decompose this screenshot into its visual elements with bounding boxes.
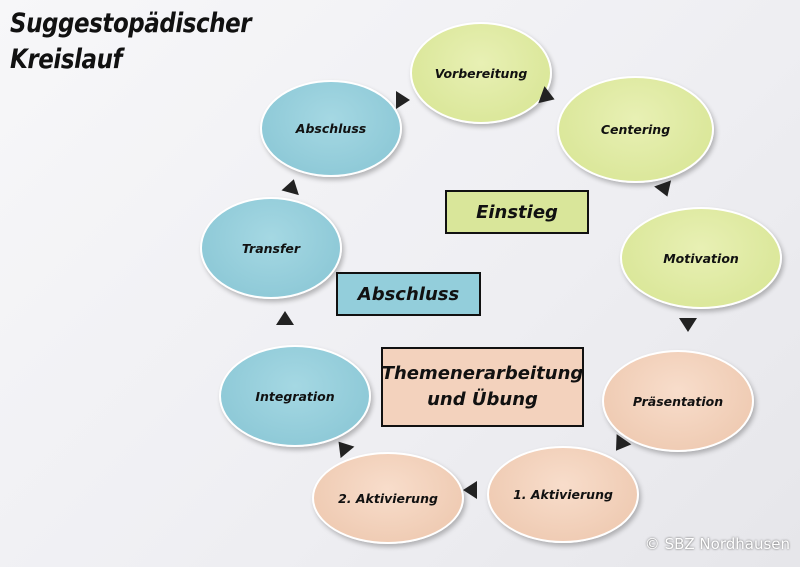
arrow-icon [654,180,676,200]
arrow-icon [281,176,303,196]
node-transfer: Transfer [200,197,342,299]
node-vorbereitung: Vorbereitung [410,22,552,124]
node-integration: Integration [219,345,371,447]
node-aktivierung-1: 1. Aktivierung [487,446,639,543]
arrow-icon [396,91,410,109]
arrow-icon [463,481,477,499]
title-line-1: Suggestopädischer [10,8,252,39]
copyright: © SBZ Nordhausen [644,535,790,553]
arrow-icon [276,311,294,325]
phase-abschluss: Abschluss [336,272,481,316]
arrow-icon [679,318,697,332]
phase-themenerarbeitung: Themenerarbeitung und Übung [381,347,584,427]
phase-themen-line-2: und Übung [427,389,538,410]
phase-einstieg: Einstieg [445,190,589,234]
diagram-title: Suggestopädischer Kreislauf [10,6,252,78]
node-abschluss: Abschluss [260,80,402,177]
node-aktivierung-2: 2. Aktivierung [312,452,464,544]
title-line-2: Kreislauf [10,44,123,75]
node-motivation: Motivation [620,207,782,309]
node-praesentation: Präsentation [602,350,754,452]
node-centering: Centering [557,76,714,183]
phase-themen-line-1: Themenerarbeitung [381,363,584,384]
